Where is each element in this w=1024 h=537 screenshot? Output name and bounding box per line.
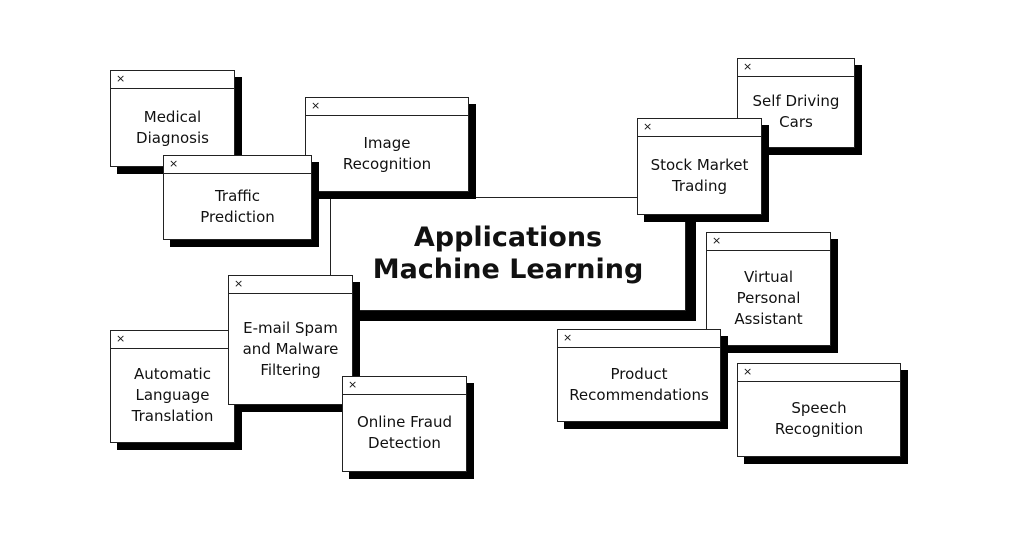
close-icon[interactable]: × [116, 332, 126, 345]
window-label: Image Recognition [342, 133, 432, 173]
window-label: Virtual Personal Assistant [734, 267, 803, 328]
window-label: Automatic Language Translation [131, 365, 214, 425]
close-icon[interactable]: × [712, 234, 722, 247]
window-label: Traffic Prediction [200, 186, 275, 226]
window-label: Stock Market Trading [650, 155, 749, 195]
window-label: Self Driving Cars [752, 92, 840, 131]
window-title-bar: × [229, 276, 352, 294]
window-title-bar: × [111, 71, 234, 89]
window-title-bar: × [111, 331, 234, 349]
window-title-bar: × [707, 233, 830, 251]
window-label: Product Recommendations [569, 364, 709, 404]
window-automatic-language-translation: × Automatic Language Translation [110, 330, 235, 443]
window-title-bar: × [738, 364, 900, 382]
window-title-bar: × [738, 59, 854, 77]
window-self-driving-cars: × Self Driving Cars [737, 58, 855, 148]
window-label: Online Fraud Detection [356, 413, 453, 452]
window-email-spam-filtering: × E-mail Spam and Malware Filtering [228, 275, 353, 405]
window-title-bar: × [306, 98, 468, 116]
window-title-bar: × [638, 119, 761, 137]
close-icon[interactable]: × [743, 365, 753, 378]
window-title-bar: × [343, 377, 466, 395]
close-icon[interactable]: × [643, 120, 653, 133]
window-speech-recognition: × Speech Recognition [737, 363, 901, 457]
window-title-bar: × [164, 156, 311, 174]
window-traffic-prediction: × Traffic Prediction [163, 155, 312, 240]
window-product-recommendations: × Product Recommendations [557, 329, 721, 422]
window-medical-diagnosis: × Medical Diagnosis [110, 70, 235, 167]
window-virtual-personal-assistant: × Virtual Personal Assistant [706, 232, 831, 346]
window-online-fraud-detection: × Online Fraud Detection [342, 376, 467, 472]
window-label: Medical Diagnosis [136, 107, 209, 147]
close-icon[interactable]: × [563, 331, 573, 344]
center-title-box: Applications Machine Learning [330, 197, 686, 311]
close-icon[interactable]: × [234, 277, 244, 290]
close-icon[interactable]: × [116, 72, 126, 85]
window-stock-market-trading: × Stock Market Trading [637, 118, 762, 215]
window-image-recognition: × Image Recognition [305, 97, 469, 192]
close-icon[interactable]: × [311, 99, 321, 112]
window-label: Speech Recognition [774, 399, 864, 438]
close-icon[interactable]: × [348, 378, 358, 391]
close-icon[interactable]: × [743, 60, 753, 73]
close-icon[interactable]: × [169, 157, 179, 170]
diagram-title: Applications Machine Learning [372, 222, 644, 285]
window-label: E-mail Spam and Malware Filtering [242, 318, 339, 379]
window-title-bar: × [558, 330, 720, 348]
